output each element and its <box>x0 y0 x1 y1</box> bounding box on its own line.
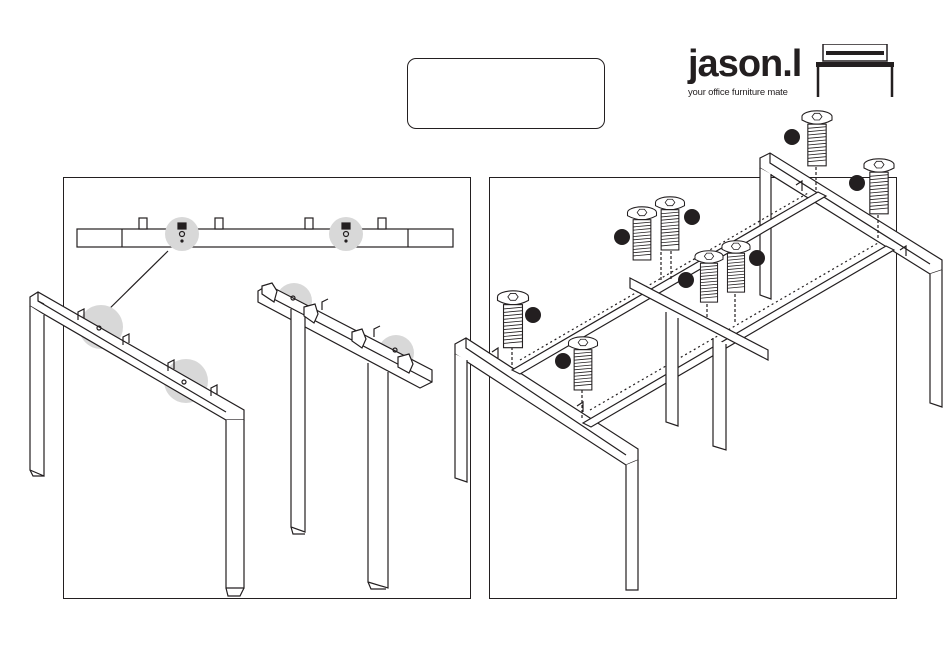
bolt-icon <box>802 111 832 166</box>
bolt-icon <box>656 197 685 250</box>
bolt-icon <box>498 291 529 348</box>
callout-marker-icon <box>555 353 571 369</box>
bolt-icon <box>695 251 723 302</box>
callout-marker-icon <box>614 229 630 245</box>
callout-marker-icon <box>684 209 700 225</box>
callout-marker-icon <box>678 272 694 288</box>
bolt-icon <box>628 207 657 260</box>
bolt-icon <box>722 241 750 292</box>
left-panel-art <box>30 217 453 596</box>
callout-marker-icon <box>749 250 765 266</box>
bolt-icon <box>864 159 894 214</box>
callout-marker-icon <box>525 307 541 323</box>
callout-marker-icon <box>849 175 865 191</box>
callout-marker-icon <box>784 129 800 145</box>
bolt-icon <box>569 337 598 390</box>
